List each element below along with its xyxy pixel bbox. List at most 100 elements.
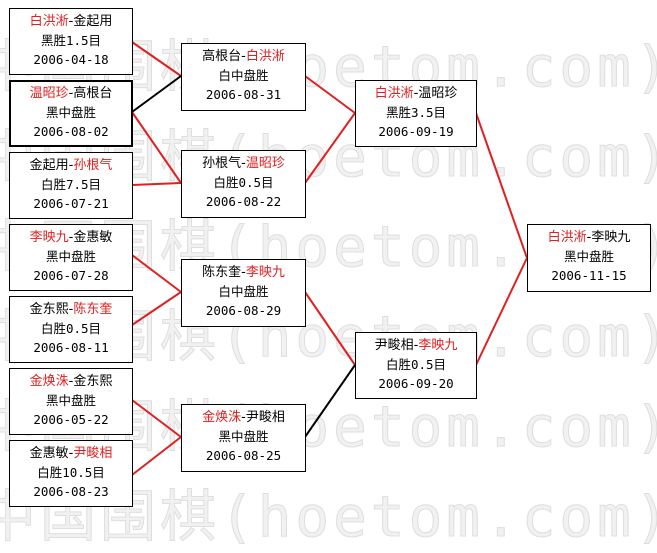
match-date: 2006-08-02 [33,124,109,139]
match-result: 白胜0.5目 [385,357,447,372]
player-separator: - [68,158,74,173]
match-box-r1m2: 温昭珍-高根台黑中盘胜 2006-08-02 [9,80,133,147]
player-separator: - [68,86,74,101]
player-black-name: 白洪淅 [29,14,69,29]
player-white-name: 尹畯相 [245,410,285,425]
match-date: 2006-04-18 [33,52,109,67]
match-result: 黑中盘胜 [45,105,96,120]
player-separator: - [68,302,74,317]
match-box-r1m1: 白洪淅-金起用黑胜1.5目 2006-04-18 [9,8,133,75]
player-black-name: 高根台 [202,49,242,64]
match-result: 黑胜1.5目 [40,33,102,48]
match-date: 2006-08-31 [205,87,282,102]
players-line: 白洪淅-温昭珍 [356,84,476,103]
player-separator: - [586,230,592,245]
players-line: 陈东奎-李映九 [182,263,305,282]
match-result: 白胜0.5目 [213,175,274,190]
player-separator: - [68,14,74,29]
player-black-name: 金东熙 [29,302,69,317]
player-white-name: 白洪淅 [245,49,285,64]
match-date: 2006-08-22 [205,194,282,209]
connector-line [131,436,182,476]
connector-line [131,254,182,293]
match-result: 黑胜3.5目 [385,105,447,120]
player-separator: - [241,156,246,171]
player-white-name: 金起用 [73,14,113,29]
match-box-r2m4: 金焕洙-尹畯相黑中盘胜 2006-08-25 [181,404,306,472]
players-line: 金东熙-陈东奎 [10,300,132,319]
match-result: 白中盘胜 [218,68,269,83]
player-white-name: 孙根气 [73,158,113,173]
match-box-final: 白洪淅-李映九黑中盘胜 2006-11-15 [527,224,651,292]
connector-line [304,112,356,184]
match-result: 白胜0.5目 [40,321,102,336]
connector-line [131,182,182,186]
player-black-name: 陈东奎 [202,265,242,280]
match-date: 2006-05-22 [33,412,109,427]
player-black-name: 白洪淅 [374,86,414,101]
connector-line [304,75,356,114]
player-separator: - [241,410,246,425]
players-line: 金焕洙-尹畯相 [182,408,305,427]
match-box-r2m2: 孙根气-温昭珍白胜0.5目 2006-08-22 [181,150,306,218]
player-black-name: 金焕洙 [29,374,69,389]
player-black-name: 白洪淅 [547,230,587,245]
players-line: 温昭珍-高根台 [11,84,131,103]
match-date: 2006-07-28 [33,268,109,283]
match-result: 黑中盘胜 [45,249,96,264]
match-result: 白胜7.5目 [40,177,102,192]
player-white-name: 尹畯相 [73,446,113,461]
match-date: 2006-08-23 [33,484,109,499]
player-white-name: 温昭珍 [245,156,285,171]
player-white-name: 金东熙 [73,374,113,389]
player-black-name: 温昭珍 [29,86,69,101]
player-separator: - [413,338,419,353]
player-white-name: 高根台 [73,86,113,101]
player-white-name: 陈东奎 [73,302,113,317]
connector-line [131,41,182,77]
match-date: 2006-11-15 [551,268,627,283]
match-box-r1m7: 金惠敏-尹畯相白胜10.5目 2006-08-23 [9,440,133,507]
match-result: 黑中盘胜 [45,393,96,408]
player-black-name: 金焕洙 [202,410,242,425]
connector-line [131,111,182,184]
players-line: 白洪淅-李映九 [528,228,650,247]
player-black-name: 金惠敏 [29,446,69,461]
player-separator: - [68,230,74,245]
player-separator: - [68,446,74,461]
player-black-name: 李映九 [29,230,69,245]
match-date: 2006-09-20 [378,376,454,391]
connector-line [131,75,182,113]
player-white-name: 金惠敏 [73,230,113,245]
connector-line [131,399,182,438]
connector-line [304,291,356,366]
match-box-r1m3: 金起用-孙根气白胜7.5目 2006-07-21 [9,152,133,219]
match-result: 白胜10.5目 [37,465,105,480]
match-date: 2006-07-21 [33,196,109,211]
player-black-name: 孙根气 [202,156,242,171]
players-line: 金起用-孙根气 [10,156,132,175]
players-line: 高根台-白洪淅 [182,47,305,66]
players-line: 李映九-金惠敏 [10,228,132,247]
players-line: 金焕洙-金东熙 [10,372,132,391]
player-separator: - [413,86,419,101]
match-result: 黑中盘胜 [218,429,269,444]
player-separator: - [241,49,246,64]
player-separator: - [241,265,246,280]
match-box-r2m1: 高根台-白洪淅白中盘胜 2006-08-31 [181,43,306,111]
player-separator: - [68,374,74,389]
player-white-name: 温昭珍 [418,86,458,101]
match-date: 2006-09-19 [378,124,454,139]
players-line: 金惠敏-尹畯相 [10,444,132,463]
match-result: 黑中盘胜 [563,249,614,264]
match-date: 2006-08-29 [205,303,282,318]
connector-line [475,112,528,259]
match-box-r3m1: 白洪淅-温昭珍黑胜3.5目 2006-09-19 [355,80,477,147]
player-white-name: 李映九 [418,338,458,353]
match-date: 2006-08-25 [205,448,282,463]
connector-line [131,291,182,326]
match-box-r1m4: 李映九-金惠敏黑中盘胜 2006-07-28 [9,224,133,291]
